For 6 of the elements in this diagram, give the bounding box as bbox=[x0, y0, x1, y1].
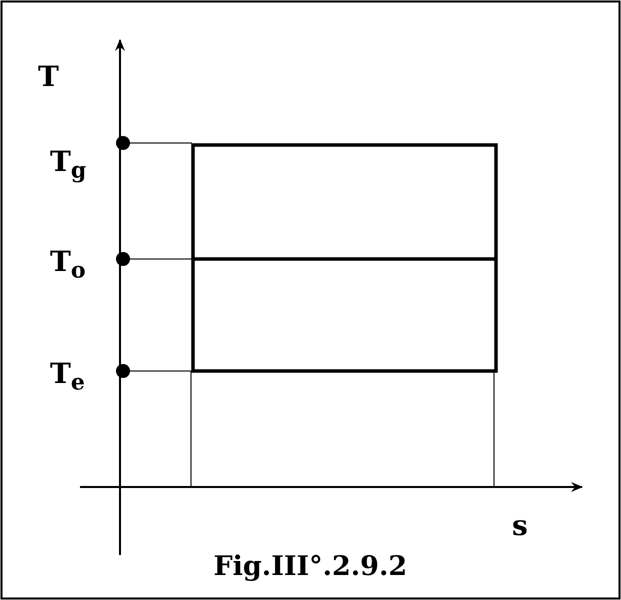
tick-label: T$_{o}$ bbox=[50, 248, 86, 282]
axis-label: T bbox=[38, 63, 59, 91]
axis-label: s bbox=[512, 512, 528, 540]
figure-caption: Fig.III°.2.9.2 bbox=[214, 553, 408, 580]
tick-label: T$_{g}$ bbox=[50, 148, 86, 182]
tick-label: T$_{e}$ bbox=[50, 360, 85, 394]
